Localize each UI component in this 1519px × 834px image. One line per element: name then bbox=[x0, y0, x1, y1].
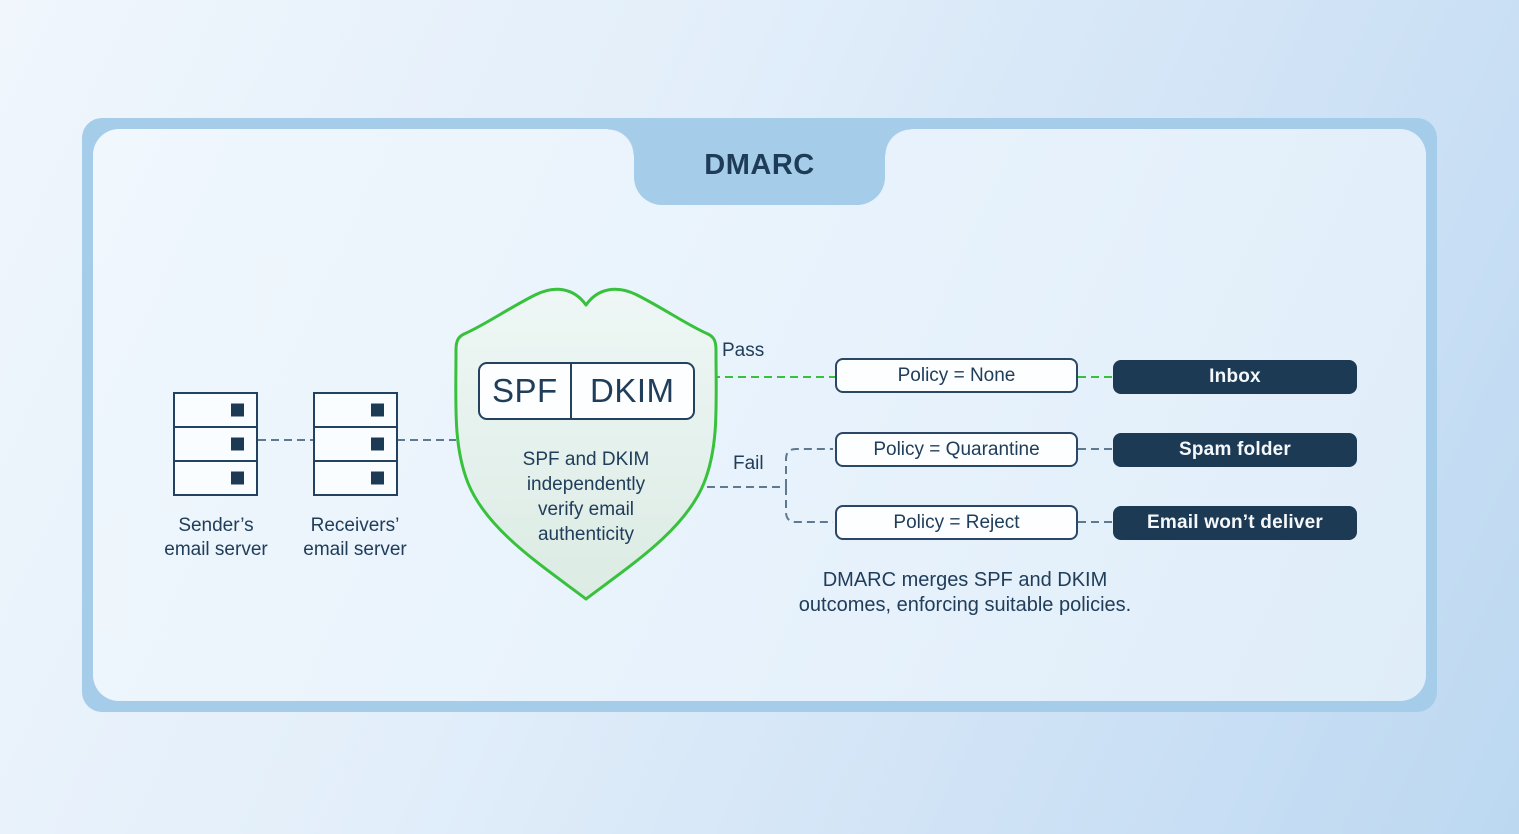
server-unit bbox=[313, 460, 398, 496]
fail-label: Fail bbox=[733, 453, 764, 474]
caption-line2: outcomes, enforcing suitable policies. bbox=[798, 594, 1132, 616]
policy-reject-box: Policy = Reject bbox=[835, 505, 1078, 540]
dmarc-caption: DMARC merges SPF and DKIM outcomes, enfo… bbox=[770, 568, 1160, 618]
dmarc-tab: DMARC bbox=[608, 118, 911, 205]
outcome-nodeliver-box: Email won’t deliver bbox=[1113, 506, 1357, 540]
server-led-icon bbox=[231, 403, 244, 417]
receiver-server-icon bbox=[313, 392, 398, 496]
server-led-icon bbox=[231, 437, 244, 451]
server-led-icon bbox=[371, 471, 384, 485]
sender-label-line2: email server bbox=[164, 539, 268, 560]
server-unit bbox=[173, 426, 258, 462]
shield-desc-line: verify email bbox=[537, 499, 635, 520]
policy-quarantine-box: Policy = Quarantine bbox=[835, 432, 1078, 467]
shield-description: SPF and DKIM independently verify email … bbox=[496, 447, 676, 547]
server-unit bbox=[173, 392, 258, 428]
folder-panel bbox=[82, 118, 1437, 712]
shield-desc-line: SPF and DKIM bbox=[522, 449, 650, 470]
shield-desc-line: authenticity bbox=[537, 524, 635, 545]
server-led-icon bbox=[371, 437, 384, 451]
spf-label: SPF bbox=[480, 364, 572, 418]
spf-dkim-box: SPF DKIM bbox=[478, 362, 695, 420]
outcome-spam-box: Spam folder bbox=[1113, 433, 1357, 467]
server-unit bbox=[173, 460, 258, 496]
connector-fail-quarantine bbox=[785, 448, 833, 487]
receiver-label-line2: email server bbox=[303, 539, 407, 560]
receiver-label-line1: Receivers’ bbox=[310, 515, 400, 536]
dkim-label: DKIM bbox=[590, 372, 675, 409]
pass-label: Pass bbox=[722, 340, 765, 361]
sender-server-label: Sender’s email server bbox=[126, 514, 306, 562]
connector-fail-reject bbox=[785, 487, 833, 523]
server-unit bbox=[313, 426, 398, 462]
outcome-inbox-box: Inbox bbox=[1113, 360, 1357, 394]
server-unit bbox=[313, 392, 398, 428]
sender-label-line1: Sender’s bbox=[178, 515, 254, 536]
receiver-server-label: Receivers’ email server bbox=[265, 514, 445, 562]
shield-icon bbox=[454, 287, 718, 601]
policy-none-box: Policy = None bbox=[835, 358, 1078, 393]
dmarc-title: DMARC bbox=[704, 149, 815, 181]
caption-line1: DMARC merges SPF and DKIM bbox=[822, 569, 1108, 591]
server-led-icon bbox=[231, 471, 244, 485]
shield-desc-line: independently bbox=[526, 474, 646, 495]
server-led-icon bbox=[371, 403, 384, 417]
shield-shape bbox=[454, 287, 718, 601]
sender-server-icon bbox=[173, 392, 258, 496]
